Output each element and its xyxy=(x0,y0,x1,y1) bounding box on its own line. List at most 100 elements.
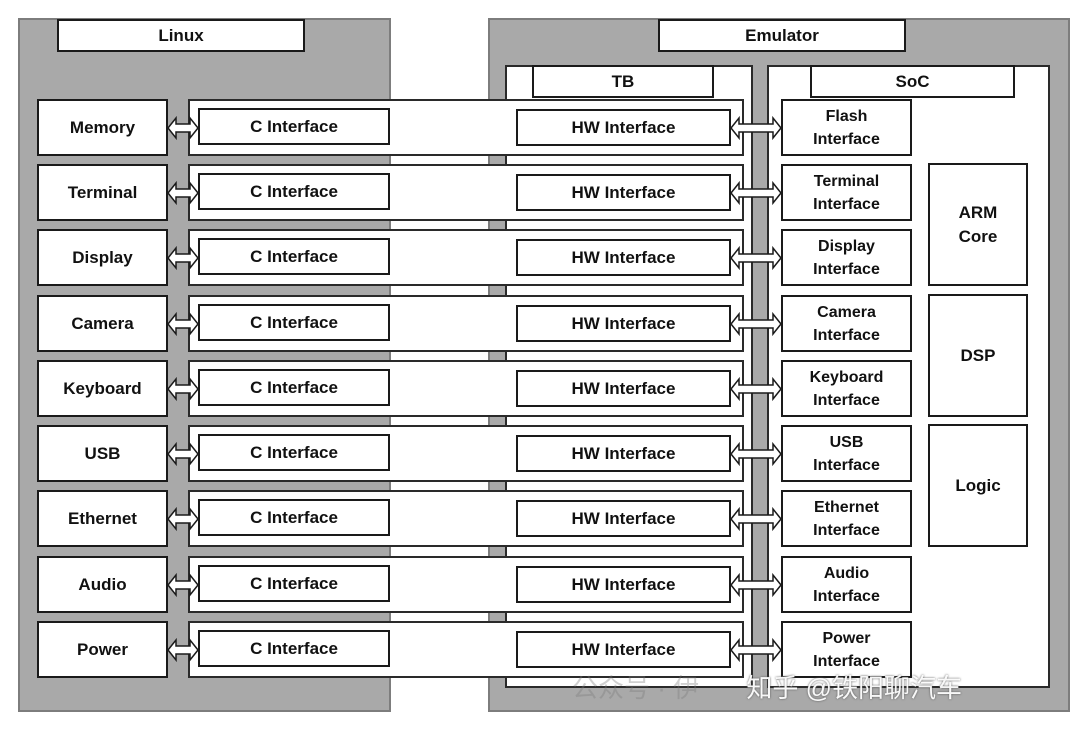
device-box-label: Ethernet xyxy=(68,508,137,528)
c-interface-box: C Interface xyxy=(198,304,390,341)
soc-interface-box: Ethernet Interface xyxy=(781,490,912,547)
hw-interface-box-label: HW Interface xyxy=(571,443,676,463)
soc-interface-box-label: Audio Interface xyxy=(813,564,880,605)
device-box-label: Power xyxy=(76,639,129,659)
soc-interface-box-label: Camera Interface xyxy=(813,303,880,344)
soc-interface-box: USB Interface xyxy=(781,425,912,482)
linux-title-text: Linux xyxy=(158,25,204,45)
hw-interface-box-label: HW Interface xyxy=(571,182,676,202)
c-interface-box-label: C Interface xyxy=(250,377,338,397)
bidirectional-arrow-icon xyxy=(731,441,781,466)
bidirectional-arrow-icon xyxy=(731,572,781,597)
c-interface-box: C Interface xyxy=(198,499,390,536)
bidirectional-arrow-icon xyxy=(731,115,781,140)
device-box-label: Memory xyxy=(69,117,136,137)
hw-interface-box: HW Interface xyxy=(516,174,731,211)
device-box-label: Audio xyxy=(78,574,127,594)
soc-title-text: SoC xyxy=(895,71,930,91)
device-box: Audio xyxy=(37,556,168,613)
bidirectional-arrow-icon xyxy=(168,115,198,140)
bidirectional-arrow-icon xyxy=(731,180,781,205)
bidirectional-arrow-icon xyxy=(168,180,198,205)
hw-interface-box: HW Interface xyxy=(516,239,731,276)
device-box-label: Keyboard xyxy=(63,378,142,398)
soc-interface-box-label: Keyboard Interface xyxy=(809,368,884,409)
linux-title: Linux xyxy=(57,19,305,52)
watermark-right: 知乎 @铁阳聊汽车 xyxy=(746,673,962,703)
c-interface-box: C Interface xyxy=(198,173,390,210)
soc-block-logic: Logic xyxy=(928,424,1028,547)
soc-interface-box-label: Display Interface xyxy=(813,237,880,278)
soc-interface-box-label: Terminal Interface xyxy=(813,172,880,213)
c-interface-box: C Interface xyxy=(198,434,390,471)
hw-interface-box-label: HW Interface xyxy=(571,574,676,594)
tb-title-text: TB xyxy=(611,71,635,91)
emulator-title-text: Emulator xyxy=(745,25,819,45)
bidirectional-arrow-icon xyxy=(168,245,198,270)
device-box: Display xyxy=(37,229,168,286)
soc-interface-box: Keyboard Interface xyxy=(781,360,912,417)
soc-block-label: Logic xyxy=(955,475,1001,495)
device-box-label: Camera xyxy=(71,313,134,333)
bidirectional-arrow-icon xyxy=(168,637,198,662)
hw-interface-box-label: HW Interface xyxy=(571,378,676,398)
bidirectional-arrow-icon xyxy=(731,506,781,531)
hw-interface-box: HW Interface xyxy=(516,305,731,342)
device-box: Keyboard xyxy=(37,360,168,417)
bidirectional-arrow-icon xyxy=(731,311,781,336)
c-interface-box: C Interface xyxy=(198,108,390,145)
bidirectional-arrow-icon xyxy=(168,376,198,401)
hw-interface-box: HW Interface xyxy=(516,500,731,537)
hw-interface-box: HW Interface xyxy=(516,631,731,668)
soc-block-arm-core: ARM Core xyxy=(928,163,1028,286)
c-interface-box-label: C Interface xyxy=(250,507,338,527)
hw-interface-box-label: HW Interface xyxy=(571,313,676,333)
c-interface-box: C Interface xyxy=(198,238,390,275)
soc-interface-box: Flash Interface xyxy=(781,99,912,156)
soc-title: SoC xyxy=(810,65,1015,98)
c-interface-box-label: C Interface xyxy=(250,116,338,136)
soc-interface-box: Camera Interface xyxy=(781,295,912,352)
soc-interface-box-label: USB Interface xyxy=(813,433,880,474)
c-interface-box-label: C Interface xyxy=(250,312,338,332)
bidirectional-arrow-icon xyxy=(168,506,198,531)
watermark-left: 公众号 · 伊 xyxy=(572,673,700,703)
bidirectional-arrow-icon xyxy=(731,245,781,270)
device-box-label: Terminal xyxy=(67,182,138,202)
soc-block-dsp: DSP xyxy=(928,294,1028,417)
device-box: Power xyxy=(37,621,168,678)
device-box: Memory xyxy=(37,99,168,156)
c-interface-box-label: C Interface xyxy=(250,638,338,658)
c-interface-box-label: C Interface xyxy=(250,246,338,266)
soc-interface-box: Terminal Interface xyxy=(781,164,912,221)
bidirectional-arrow-icon xyxy=(168,311,198,336)
tb-title: TB xyxy=(532,65,714,98)
hw-interface-box: HW Interface xyxy=(516,566,731,603)
c-interface-box: C Interface xyxy=(198,369,390,406)
hw-interface-box-label: HW Interface xyxy=(571,508,676,528)
c-interface-box: C Interface xyxy=(198,630,390,667)
hw-interface-box: HW Interface xyxy=(516,435,731,472)
bidirectional-arrow-icon xyxy=(731,376,781,401)
hw-interface-box: HW Interface xyxy=(516,370,731,407)
watermark: 公众号 · 伊 知乎 @铁阳聊汽车 xyxy=(572,668,962,705)
hw-interface-box: HW Interface xyxy=(516,109,731,146)
soc-interface-box: Power Interface xyxy=(781,621,912,678)
device-box-label: Display xyxy=(72,247,133,267)
soc-interface-box: Audio Interface xyxy=(781,556,912,613)
soc-interface-box-label: Flash Interface xyxy=(813,107,880,148)
device-box: Ethernet xyxy=(37,490,168,547)
soc-block-label: ARM Core xyxy=(958,202,998,246)
hw-interface-box-label: HW Interface xyxy=(571,247,676,267)
emulator-title: Emulator xyxy=(658,19,906,52)
c-interface-box: C Interface xyxy=(198,565,390,602)
bidirectional-arrow-icon xyxy=(168,572,198,597)
c-interface-box-label: C Interface xyxy=(250,573,338,593)
device-box: USB xyxy=(37,425,168,482)
hw-interface-box-label: HW Interface xyxy=(571,117,676,137)
hw-interface-box-label: HW Interface xyxy=(571,639,676,659)
soc-interface-box: Display Interface xyxy=(781,229,912,286)
c-interface-box-label: C Interface xyxy=(250,181,338,201)
soc-block-label: DSP xyxy=(960,345,996,365)
device-box: Camera xyxy=(37,295,168,352)
